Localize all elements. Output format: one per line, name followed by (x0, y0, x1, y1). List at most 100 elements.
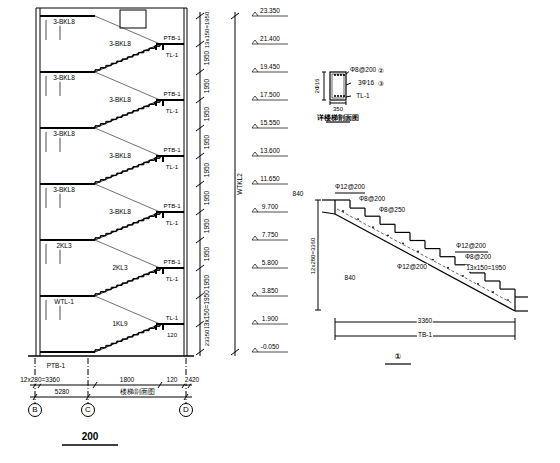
dimension-text: 1950 (204, 162, 211, 178)
drawing-stroke (155, 269, 157, 274)
drawing-stroke (252, 320, 255, 324)
rebar-dot (462, 275, 464, 277)
member-label: PTB-1 (46, 363, 66, 370)
drawing-stroke (162, 269, 164, 274)
drawing-stroke (365, 216, 380, 217)
member-label: PTB-1 (162, 35, 181, 41)
drawing-stroke (46, 132, 47, 152)
drawing-stroke (255, 208, 258, 212)
drawing-stroke (46, 188, 47, 208)
member-label: TL-1 (165, 52, 179, 58)
dimension-text: Φ12@200 (334, 184, 366, 191)
drawing-stroke (196, 13, 204, 19)
drawing-stroke (95, 156, 160, 184)
drawing-stroke (364, 208, 365, 216)
elevation-text: 19.450 (259, 64, 281, 71)
dimension-text: TB-1 (417, 332, 433, 339)
drawing-stroke (485, 280, 500, 281)
drawing-stroke (40, 183, 95, 185)
axis-bubble: B (28, 403, 42, 417)
member-label: 1KL9 (111, 321, 128, 328)
drawing-stroke (500, 289, 515, 290)
drawing-stroke (255, 152, 258, 156)
axis-bubble: D (179, 403, 193, 417)
rebar-dot (387, 234, 389, 236)
dimension-text: 13x150=1950 (204, 289, 211, 331)
dimension-text: 12x280=3360 (310, 237, 316, 276)
elevation-text: 7.750 (261, 232, 279, 239)
drawing-stroke (349, 200, 350, 208)
drawing-stroke (439, 249, 440, 257)
elevation-text: 21.400 (259, 36, 281, 43)
drawing-stroke (380, 224, 395, 225)
drawing-stroke (155, 325, 157, 330)
elevation-text: 17.500 (259, 92, 281, 99)
elevation-text: 15.550 (259, 120, 281, 127)
drawing-stroke (255, 320, 258, 324)
dimension-text: 1950 (204, 50, 211, 66)
member-label: 3-BKL8 (52, 187, 76, 194)
member-label: PTB-1 (162, 147, 181, 153)
drawing-stroke (255, 68, 258, 72)
drawing-stroke (255, 12, 258, 16)
axis-bubble: C (81, 403, 95, 417)
drawing-stroke (335, 199, 350, 200)
drawing-stroke (95, 324, 160, 352)
drawing-stroke (252, 124, 255, 128)
rebar-dot (340, 95, 342, 97)
drawing-stroke (252, 208, 255, 212)
rebar-dot (334, 74, 336, 76)
dimension-text: 13x150=1950 (204, 11, 210, 50)
rebar-dot (447, 267, 449, 269)
drawing-stroke (252, 152, 255, 156)
drawing-stroke (196, 125, 204, 131)
drawing-stroke (409, 232, 410, 240)
drawing-stroke (252, 236, 255, 240)
drawing-stroke (470, 272, 485, 273)
drawing-stroke (46, 20, 47, 40)
drawing-stroke (252, 12, 255, 16)
dimension-text: 1950 (204, 134, 211, 150)
drawing-stroke (255, 124, 258, 128)
rebar-dot (507, 299, 509, 301)
elevation-text: 3.850 (261, 288, 279, 295)
rebar-dot (402, 243, 404, 245)
member-label: 3-BKL8 (52, 131, 76, 138)
member-label: TL-1 (165, 220, 179, 226)
drawing-stroke (231, 13, 239, 19)
dimension-text: 1950 (204, 106, 211, 122)
drawing-stroke (255, 292, 258, 296)
drawing-stroke (514, 289, 515, 297)
member-label: TL-1 (165, 315, 179, 321)
drawing-stroke (252, 40, 255, 44)
elevation-text: 9.700 (261, 204, 279, 211)
drawing-stroke (162, 101, 164, 106)
drawing-stroke (155, 213, 157, 218)
drawing-stroke (484, 273, 485, 281)
elevation-text: 23.350 (259, 8, 281, 15)
member-label: 2KL3 (55, 243, 72, 250)
drawing-stroke (40, 15, 95, 17)
member-label: 120 (166, 332, 178, 338)
drawing-stroke (162, 325, 164, 330)
drawing-stroke (252, 264, 255, 268)
drawing-stroke (255, 40, 258, 44)
drawing-stroke (95, 44, 160, 72)
section-title: ① (394, 353, 403, 361)
rebar-dot (343, 74, 345, 76)
rebar-dot (492, 291, 494, 293)
rebar-dot (372, 226, 374, 228)
dimension-text: 23350 (204, 329, 210, 348)
rebar-label: 840 (344, 275, 357, 282)
drawing-stroke (162, 213, 164, 218)
drawing-stroke (255, 264, 258, 268)
member-label: 3-BKL8 (108, 153, 132, 160)
drawing-stroke (252, 68, 255, 72)
drawing-stroke (156, 43, 184, 45)
rebar-label: Φ12@200 (396, 264, 428, 271)
member-label: TL-1 (165, 108, 179, 114)
drawing-stroke (252, 180, 255, 184)
drawing-stroke (156, 155, 184, 157)
rebar-label: Φ8@200 (349, 67, 377, 74)
member-label: 3-BKL8 (108, 97, 132, 104)
